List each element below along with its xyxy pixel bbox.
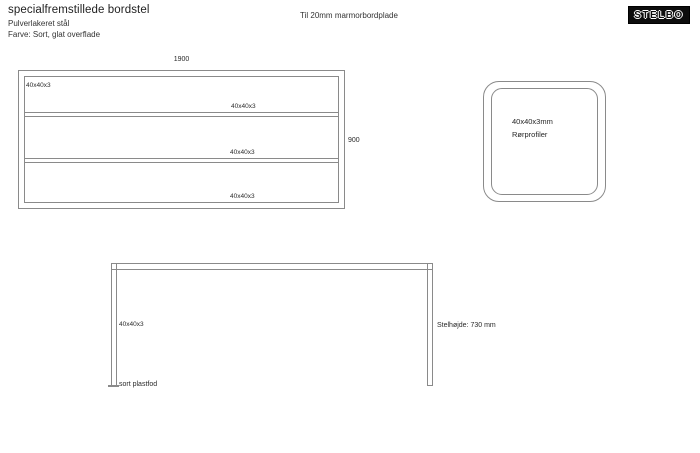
color-subtitle: Farve: Sort, glat overflade	[8, 29, 101, 39]
side-view-left-leg	[111, 263, 117, 386]
profile-label: 40x40x3	[231, 103, 256, 110]
page-title: specialfremstillede bordstel	[8, 4, 150, 16]
side-view-plastic-foot	[108, 385, 119, 387]
top-view-depth-dimension: 900	[348, 137, 360, 144]
foot-label: sort plastfod	[119, 381, 158, 388]
side-view-top-rail	[111, 263, 433, 270]
side-view-right-leg	[427, 263, 433, 386]
top-view-cross-brace-1	[24, 112, 339, 117]
profile-label: 40x40x3	[26, 82, 51, 89]
profile-detail-label: 40x40x3mm Rørprofiler	[512, 115, 553, 141]
profile-detail-outer	[483, 81, 606, 202]
top-view-inner-frame	[24, 76, 339, 203]
profile-label: 40x40x3	[230, 149, 255, 156]
tabletop-note: Til 20mm marmorbordplade	[300, 11, 398, 20]
top-view-cross-brace-2	[24, 158, 339, 163]
frame-height-label: Stelhøjde: 730 mm	[437, 322, 496, 329]
profile-label: 40x40x3	[119, 321, 144, 328]
profile-label: 40x40x3	[230, 193, 255, 200]
profile-detail-type: Rørprofiler	[512, 130, 548, 139]
stelbo-logo: STELBO	[628, 6, 690, 24]
top-view-width-dimension: 1900	[173, 56, 190, 63]
profile-detail-inner	[491, 88, 598, 195]
top-view-outer-frame	[18, 70, 345, 209]
profile-detail-size: 40x40x3mm	[512, 117, 553, 126]
material-subtitle: Pulverlakeret stål	[8, 19, 70, 28]
